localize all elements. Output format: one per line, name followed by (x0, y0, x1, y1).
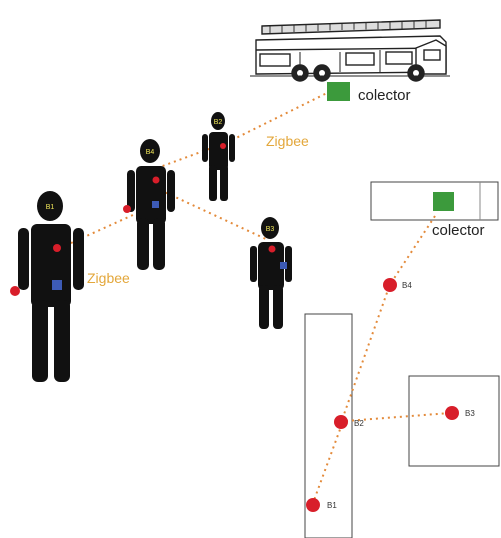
fire-truck-icon (250, 19, 450, 82)
collector-node-top (327, 82, 350, 101)
person-b3-sensor-chest (268, 245, 276, 253)
person-b4-sensor-blue (152, 201, 159, 208)
person-b1-sensor-blue (52, 280, 62, 290)
person-b4-figure (127, 139, 175, 270)
zigbee-label-upper: Zigbee (266, 133, 309, 149)
person-b2-sensor-chest (220, 143, 226, 149)
person-b1-head-label: B1 (46, 204, 55, 211)
room-right (408, 375, 500, 467)
map-node-b3-label: B3 (465, 409, 475, 418)
link-b4-b3 (159, 189, 269, 241)
map-node-b4-label: B4 (402, 281, 412, 290)
collector-label-map: colector (432, 222, 485, 239)
map-node-b2-label: B2 (354, 419, 364, 428)
person-b1-figure (18, 191, 84, 382)
person-b3-head-label: B3 (266, 226, 275, 233)
map-node-b4 (383, 278, 397, 292)
map-links (312, 215, 451, 504)
person-b4-sensor-chest (152, 176, 160, 184)
person-b4-head-label: B4 (146, 149, 155, 156)
person-b3-figure (250, 217, 292, 329)
collector-label-top: colector (358, 87, 411, 104)
map-link-collector-b4 (390, 215, 436, 284)
map-node-b2 (334, 415, 348, 429)
person-b1-sensor-chest (53, 244, 61, 252)
map-node-b3 (445, 406, 459, 420)
collector-node-map (433, 192, 454, 211)
person-b4-sensor-hand (123, 205, 131, 213)
person-b3-sensor-blue (280, 262, 287, 269)
person-b1-sensor-hand (10, 286, 20, 296)
map-link-b2-b1 (312, 423, 343, 504)
zigbee-label-lower: Zigbee (87, 270, 130, 286)
zigbee-links (59, 92, 328, 249)
map-node-b1-label: B1 (327, 501, 337, 510)
map-node-b1 (306, 498, 320, 512)
person-b2-head-label: B2 (214, 119, 223, 126)
person-b2-figure (202, 112, 235, 201)
